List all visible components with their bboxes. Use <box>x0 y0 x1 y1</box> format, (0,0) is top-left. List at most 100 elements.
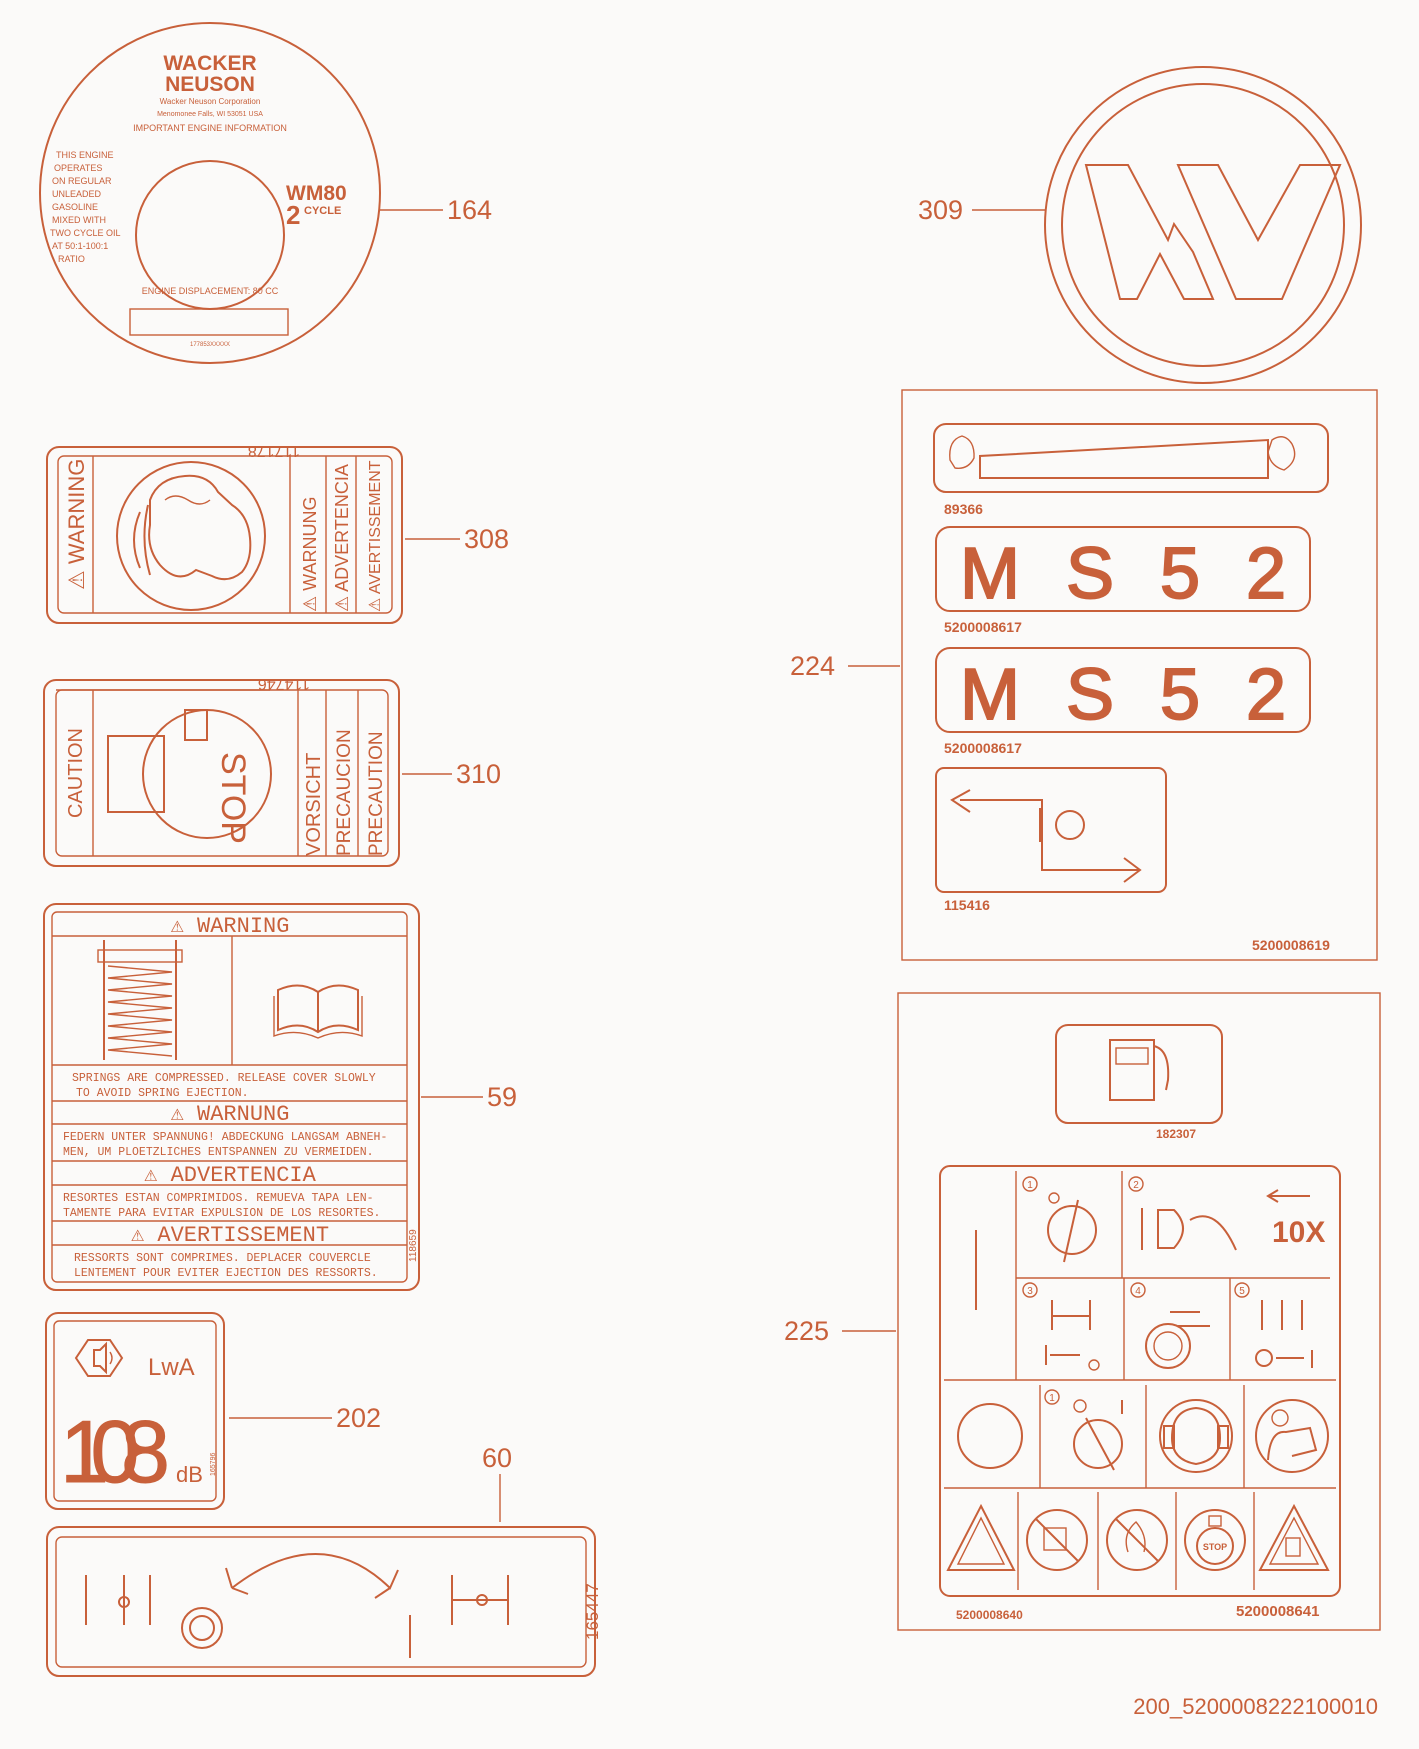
company-name: Wacker Neuson Corporation <box>160 97 261 106</box>
engine-info-heading: IMPORTANT ENGINE INFORMATION <box>133 123 287 133</box>
decal-59: ⚠ WARNING SPRINGS ARE COMPRESSED. RELEAS… <box>43 903 420 1291</box>
choke-pull-icon <box>1145 1311 1210 1369</box>
label-5200008617-b: 5200008617 <box>944 740 1022 756</box>
callout-224: 224 <box>790 651 835 681</box>
heading-en: ⚠ WARNING <box>171 914 290 939</box>
callout-164: 164 <box>447 195 492 225</box>
part-number: 165796 <box>210 1453 217 1476</box>
callout-60: 60 <box>482 1443 512 1473</box>
w-logo-icon <box>1084 164 1342 300</box>
cycle-word: CYCLE <box>304 205 341 217</box>
sound-level-icon <box>74 1339 124 1377</box>
decal-202: LwA 108 dB 165796 <box>45 1312 225 1510</box>
text-fr-2: LENTEMENT POUR EVITER EJECTION DES RESSO… <box>74 1267 378 1280</box>
svg-text:MIXED WITH: MIXED WITH <box>52 215 106 225</box>
inner-label: 5200008640 <box>956 1608 1023 1622</box>
label-89366: 89366 <box>944 501 983 517</box>
displacement-text: ENGINE DISPLACEMENT: 80 CC <box>142 286 279 296</box>
throttle-position-icon <box>1045 1300 1100 1371</box>
callout-202: 202 <box>336 1403 381 1433</box>
text-es-2: TAMENTE PARA EVITAR EXPULSION DE LOS RES… <box>63 1207 380 1220</box>
decal-309 <box>1044 66 1362 384</box>
stop-label: STOP <box>214 752 252 844</box>
step-1: 1 <box>1027 1180 1033 1191</box>
step-4: 4 <box>1135 1286 1141 1297</box>
cycle-number: 2 <box>286 200 300 230</box>
sheet-number: 5200008619 <box>1252 937 1330 953</box>
step-5: 5 <box>1239 1286 1245 1297</box>
decal-sheet-225: 182307 1 2 10X 3 <box>897 992 1381 1631</box>
stop-switch-icon: STOP <box>107 709 272 844</box>
heading-de: ⚠ WARNUNG <box>171 1102 290 1127</box>
svg-text:ON REGULAR: ON REGULAR <box>52 176 112 186</box>
fuel-warning-icon <box>1258 1503 1330 1571</box>
decal-310: CAUTION VORSICHT PRECAUCION PRECAUTION 1… <box>43 675 400 867</box>
manual-book-icon <box>273 984 363 1039</box>
svg-text:GASOLINE: GASOLINE <box>52 202 98 212</box>
svg-text:OPERATES: OPERATES <box>54 163 102 173</box>
caution-de: VORSICHT <box>303 753 325 856</box>
part-number: 165447 <box>583 1583 602 1640</box>
throttle-lever-icon <box>85 1553 509 1658</box>
model-badge: WM80 <box>286 182 347 205</box>
text-de-1: FEDERN UNTER SPANNUNG! ABDECKUNG LANGSAM… <box>63 1131 387 1144</box>
callout-225: 225 <box>784 1316 829 1346</box>
callout-309: 309 <box>918 195 963 225</box>
prime-count: 10X <box>1272 1216 1325 1249</box>
engine-info-body: THIS ENGINE OPERATES ON REGULAR UNLEADED… <box>50 150 121 264</box>
caution-en: CAUTION <box>65 728 87 818</box>
callout-310: 310 <box>456 759 501 789</box>
ignition-switch-icon <box>1047 1192 1097 1263</box>
caution-fr: PRECAUTION <box>366 731 387 856</box>
ignition-off-icon <box>1073 1399 1123 1471</box>
off-circle-icon <box>957 1403 1023 1469</box>
label-5200008617-a: 5200008617 <box>944 619 1022 635</box>
warning-de: ⚠ WARNUNG <box>300 497 320 612</box>
text-en-2: TO AVOID SPRING EJECTION. <box>76 1087 249 1100</box>
figure-id: 200_5200008222100010 <box>1133 1694 1378 1719</box>
brand-line-2: NEUSON <box>165 73 255 96</box>
turtle-hare-speed-icon <box>949 435 1296 479</box>
noise-value: 108 <box>60 1402 170 1501</box>
model-ms52-b: MS52 <box>960 655 1286 735</box>
primer-bulb-icon <box>1141 1189 1310 1251</box>
fuel-label: 182307 <box>1156 1127 1196 1141</box>
run-position-icon <box>1255 1300 1313 1368</box>
part-number: 177853XXXXX <box>190 342 230 348</box>
label-115416: 115416 <box>944 897 990 913</box>
decal-308: ⚠ WARNING ⚠ WARNUNG ⚠ ADVERTENCIA ⚠ AVER… <box>46 442 403 624</box>
ear-protection-icon <box>116 461 266 611</box>
decal-164: WACKER NEUSON Wacker Neuson Corporation … <box>39 22 381 364</box>
text-es-1: RESORTES ESTAN COMPRIMIDOS. REMUEVA TAPA… <box>63 1192 374 1205</box>
model-ms52-a: MS52 <box>960 534 1286 614</box>
decal-sheet-224: 89366 MS52 5200008617 MS52 5200008617 11… <box>901 389 1378 961</box>
hot-surface-warning-icon <box>946 1503 1016 1571</box>
step-1-b: 1 <box>1049 1393 1055 1404</box>
part-number: 114746 <box>258 675 310 692</box>
no-smoking-fire-icon <box>1106 1509 1168 1571</box>
read-manual-icon <box>1255 1399 1329 1473</box>
svg-text:UNLEADED: UNLEADED <box>52 189 102 199</box>
svg-text:AT 50:1-100:1: AT 50:1-100:1 <box>52 241 108 251</box>
stop-label: STOP <box>1203 1542 1227 1552</box>
sheet-number: 5200008641 <box>1236 1603 1319 1620</box>
svg-text:TWO CYCLE OIL: TWO CYCLE OIL <box>50 228 121 238</box>
callout-308: 308 <box>464 524 509 554</box>
heading-es: ⚠ ADVERTENCIA <box>144 1163 316 1188</box>
text-de-2: MEN, UM PLOETZLICHES ENTSPANNEN ZU VERME… <box>63 1146 374 1159</box>
part-number: 117178 <box>248 442 300 459</box>
compressed-spring-icon <box>97 940 183 1060</box>
company-address: Menomonee Falls, WI 53051 USA <box>157 111 263 118</box>
caution-es: PRECAUCION <box>334 729 355 856</box>
text-fr-1: RESSORTS SONT COMPRIMES. DEPLACER COUVER… <box>74 1252 371 1265</box>
hearing-protection-icon <box>1159 1399 1233 1473</box>
text-en-1: SPRINGS ARE COMPRESSED. RELEASE COVER SL… <box>72 1072 376 1085</box>
warning-es: ⚠ ADVERTENCIA <box>332 464 352 612</box>
stop-engine-icon: STOP <box>1184 1509 1246 1571</box>
warning-fr: ⚠ AVERTISSEMENT <box>367 460 384 612</box>
decal-60: 165447 <box>46 1526 602 1677</box>
warning-en: ⚠ WARNING <box>64 459 89 590</box>
noise-unit: dB <box>176 1462 203 1487</box>
fuel-pump-icon <box>1109 1039 1170 1101</box>
